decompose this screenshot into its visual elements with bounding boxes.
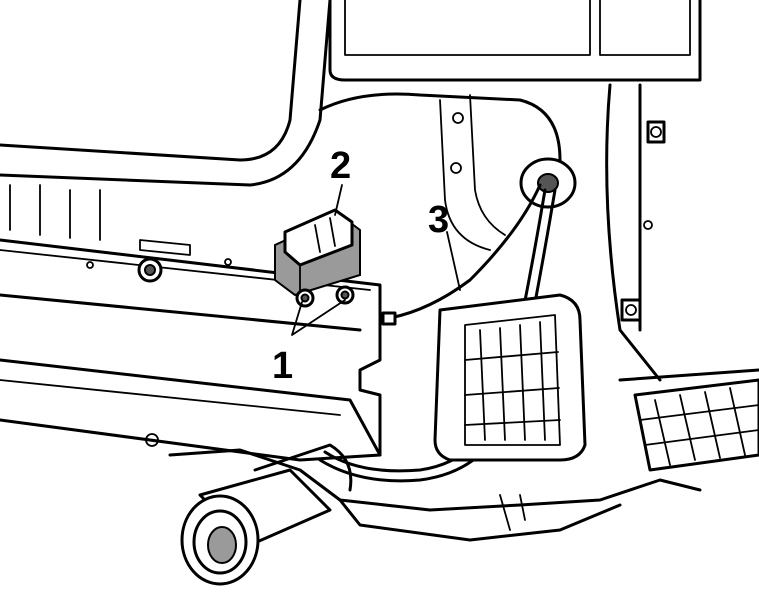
callout-label-1: 1 xyxy=(272,345,293,387)
rear-window-frame xyxy=(0,0,702,187)
control-unit xyxy=(274,208,361,297)
exhaust-tailpipe xyxy=(180,443,353,586)
fastening-nuts xyxy=(295,285,355,308)
leader-lines xyxy=(291,184,461,336)
leader-line-3 xyxy=(446,231,461,291)
leader-line-2 xyxy=(334,184,343,216)
corner-panel xyxy=(618,368,759,472)
rear-cross-member xyxy=(0,184,382,462)
wiring-grommet xyxy=(519,157,577,209)
callout-label-3: 3 xyxy=(428,199,449,241)
mounting-bolt xyxy=(137,257,163,283)
floor-pan xyxy=(145,433,702,542)
callout-label-2: 2 xyxy=(330,145,351,187)
side-panel xyxy=(318,83,666,382)
leader-line-1 xyxy=(291,299,346,336)
light-housing xyxy=(433,293,587,462)
